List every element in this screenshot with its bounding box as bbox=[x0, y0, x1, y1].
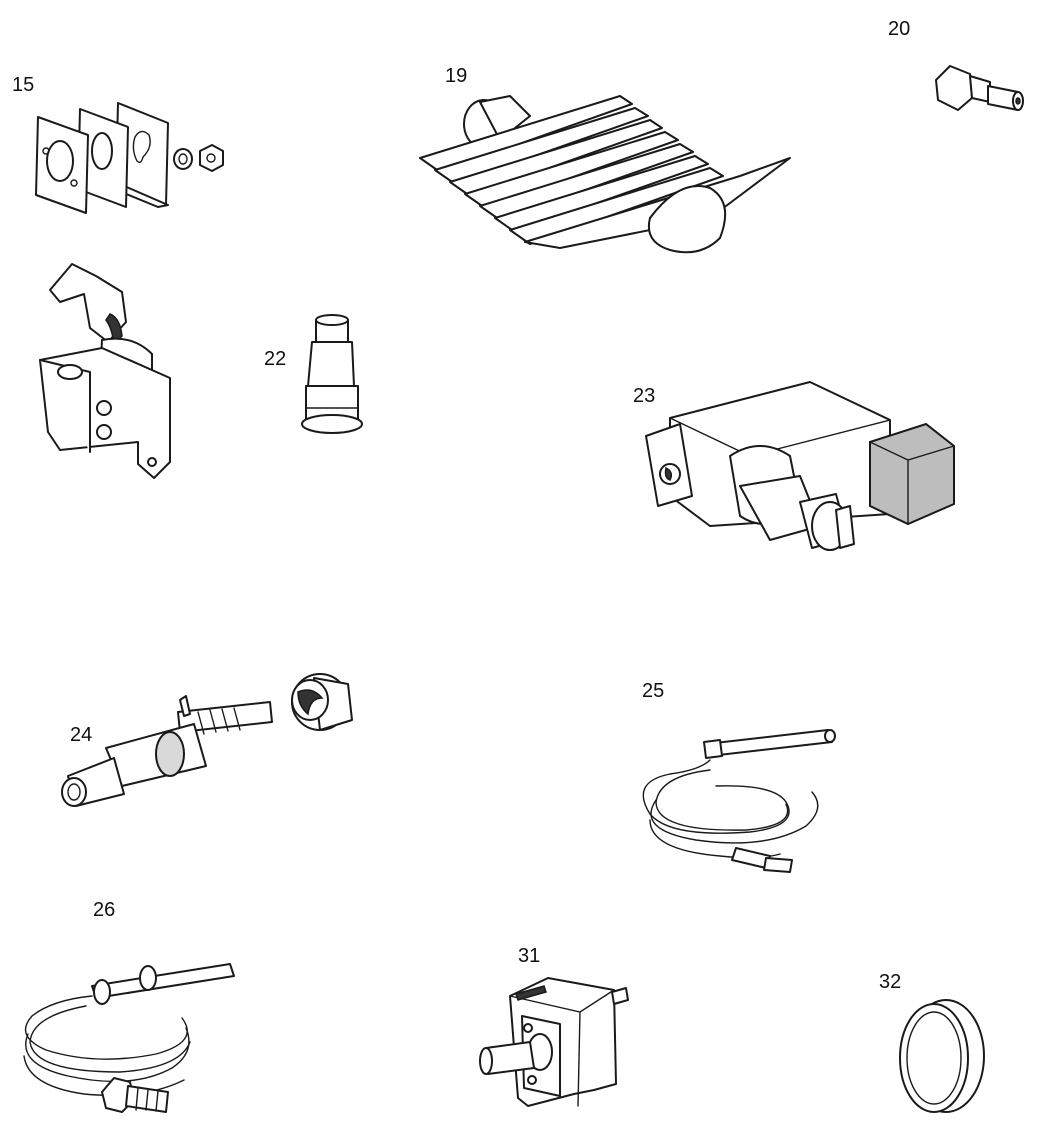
pilot-assembly-icon bbox=[39, 263, 171, 479]
part-label-23: 23 bbox=[633, 385, 656, 407]
part-label-24: 24 bbox=[70, 724, 93, 746]
injector-icon bbox=[935, 65, 1024, 111]
part-label-15: 15 bbox=[12, 74, 35, 96]
part-label-32: 32 bbox=[879, 971, 902, 993]
part-label-19: 19 bbox=[445, 65, 468, 87]
part-label-22: 22 bbox=[264, 348, 287, 370]
part-label-31: 31 bbox=[518, 945, 541, 967]
part-label-20: 20 bbox=[888, 18, 911, 40]
pilot-injector-icon bbox=[301, 314, 363, 434]
part-label-25: 25 bbox=[642, 680, 665, 702]
gas-valve-icon bbox=[645, 381, 955, 551]
thermostat-switch-icon bbox=[479, 977, 629, 1107]
part-label-26: 26 bbox=[93, 899, 116, 921]
burner-manifold-icon bbox=[419, 95, 791, 254]
piezo-igniter-icon bbox=[61, 673, 353, 807]
thermocouple-lead-icon bbox=[642, 729, 836, 873]
thermocouple-icon bbox=[23, 963, 235, 1113]
sealing-ring-icon bbox=[899, 999, 985, 1113]
gasket-set-icon bbox=[35, 102, 224, 214]
